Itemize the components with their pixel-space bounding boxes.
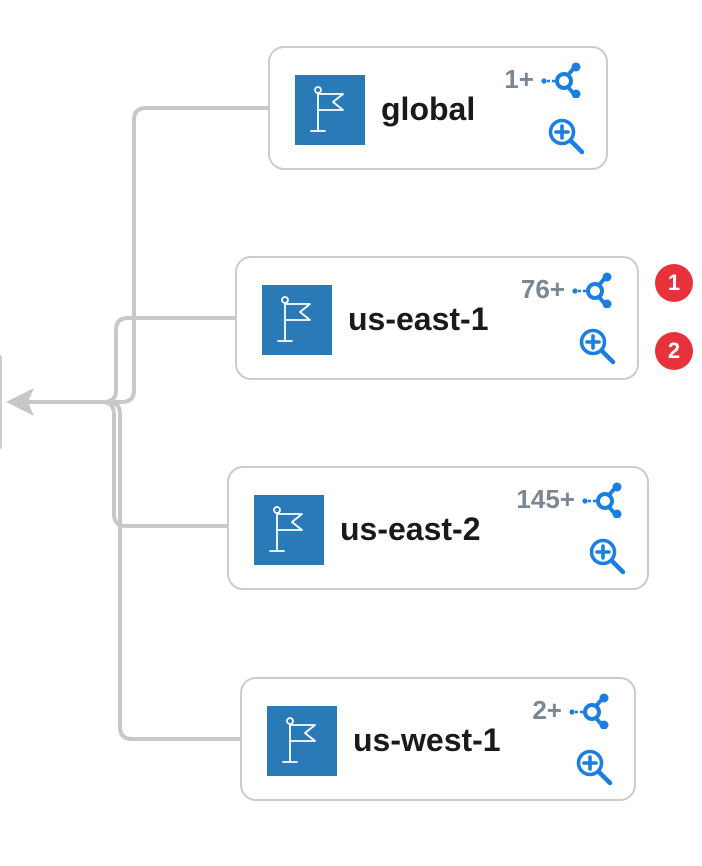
network-expand-icon[interactable] bbox=[569, 272, 615, 309]
flag-icon bbox=[254, 495, 324, 565]
child-count: 76+ bbox=[520, 274, 565, 304]
zoom-in-icon[interactable] bbox=[574, 747, 614, 787]
zoom-in-icon[interactable] bbox=[587, 536, 627, 576]
flag-icon bbox=[267, 706, 337, 776]
network-expand-icon[interactable] bbox=[538, 62, 584, 99]
network-expand-icon[interactable] bbox=[579, 482, 625, 519]
child-count: 145+ bbox=[516, 484, 575, 514]
arrow-head bbox=[6, 388, 34, 416]
region-node-us-east-1[interactable]: us-east-1 76+ bbox=[235, 256, 639, 380]
flag-icon bbox=[262, 285, 332, 355]
node-label: us-east-1 bbox=[348, 301, 489, 337]
region-node-global[interactable]: global 1+ bbox=[268, 46, 608, 170]
node-label: us-west-1 bbox=[353, 722, 501, 758]
root-node-edge bbox=[0, 354, 2, 450]
annotation-badge-1: 1 bbox=[655, 264, 693, 302]
flag-icon bbox=[295, 75, 365, 145]
region-node-us-east-2[interactable]: us-east-2 145+ bbox=[227, 466, 649, 590]
node-label: global bbox=[381, 91, 476, 127]
zoom-in-icon[interactable] bbox=[546, 116, 586, 156]
network-expand-icon[interactable] bbox=[566, 693, 612, 730]
annotation-badge-2: 2 bbox=[655, 332, 693, 370]
child-count: 1+ bbox=[504, 64, 534, 94]
node-label: us-east-2 bbox=[340, 511, 481, 547]
child-count: 2+ bbox=[532, 695, 562, 725]
region-node-us-west-1[interactable]: us-west-1 2+ bbox=[240, 677, 636, 801]
zoom-in-icon[interactable] bbox=[577, 326, 617, 366]
